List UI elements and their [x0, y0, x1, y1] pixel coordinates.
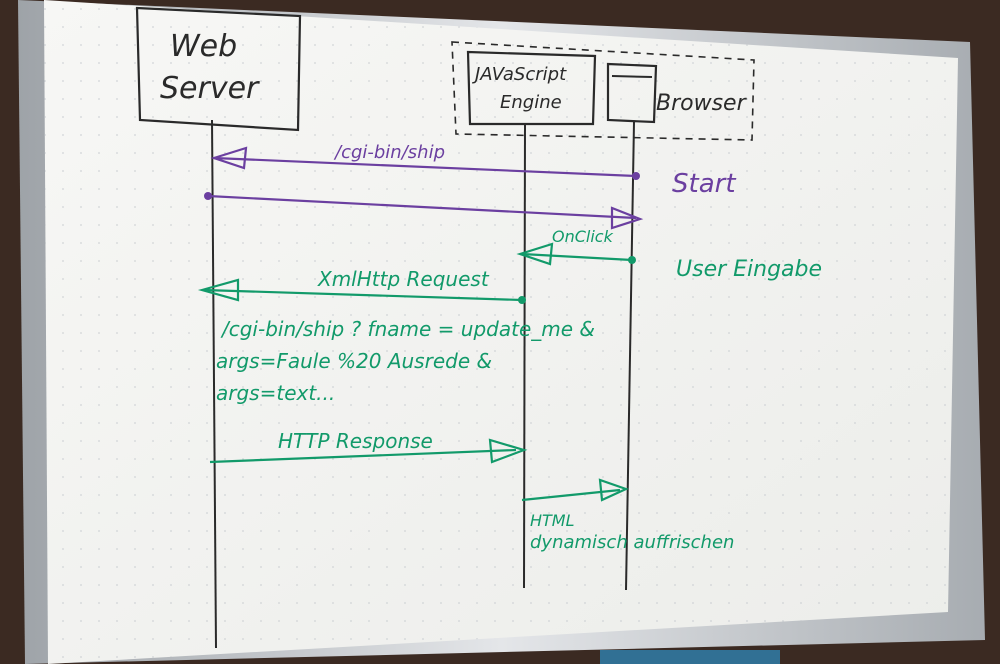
html-update-arrow-line [521, 488, 621, 502]
web-server-label-1: Web [170, 29, 237, 64]
query-line-2: args=Faule %20 Ausrede & [216, 349, 492, 373]
page-response-arrowhead [610, 206, 644, 230]
html-update-arrowhead [598, 478, 629, 502]
xmlhttp-origin-dot [518, 296, 526, 304]
browser-lifeline [625, 121, 635, 591]
http-response-arrow-line [209, 448, 517, 464]
onclick-arrow-line [521, 252, 633, 262]
web-server-lifeline [211, 119, 217, 649]
js-engine-label-2: Engine [500, 92, 562, 113]
js-engine-lifeline [523, 123, 526, 589]
http-response-label: HTTP Response [278, 429, 433, 453]
js-engine-label-1: JAVaScript [472, 64, 567, 85]
browser-label: Browser [656, 91, 748, 116]
user-eingabe-label: User Eingabe [676, 257, 822, 282]
html-label-1: HTML [530, 511, 575, 530]
cgi-request-arrow-line [213, 156, 637, 178]
xmlhttp-label: XmlHttp Request [317, 267, 490, 291]
http-response-arrowhead [488, 438, 528, 464]
onclick-label: OnClick [552, 227, 614, 246]
cgi-request-arrowhead [210, 146, 248, 170]
browser-window-icon [606, 62, 658, 124]
js-engine-box [466, 50, 597, 126]
onclick-arrowhead [516, 242, 554, 266]
page-response-arrow-line [207, 194, 637, 220]
xmlhttp-arrowhead [197, 278, 240, 302]
query-line-1: /cgi-bin/ship ? fname = update_me & [220, 317, 595, 341]
query-line-3: args=text... [216, 381, 335, 405]
board-dots [44, 0, 958, 664]
html-label-2: dynamisch auffrischen [530, 532, 734, 553]
onclick-origin-dot [628, 256, 636, 264]
page-response-origin-dot [204, 192, 212, 200]
cgi-request-label: /cgi-bin/ship [333, 142, 445, 163]
web-server-label-2: Server [160, 71, 260, 106]
client-group-dashed-box [451, 41, 755, 141]
web-server-box [135, 6, 302, 132]
start-label: Start [672, 169, 736, 199]
xmlhttp-arrow-line [203, 288, 523, 302]
browser-window-titlebar [611, 75, 653, 78]
marker-tray [600, 650, 780, 664]
cgi-request-origin-dot [632, 172, 640, 180]
